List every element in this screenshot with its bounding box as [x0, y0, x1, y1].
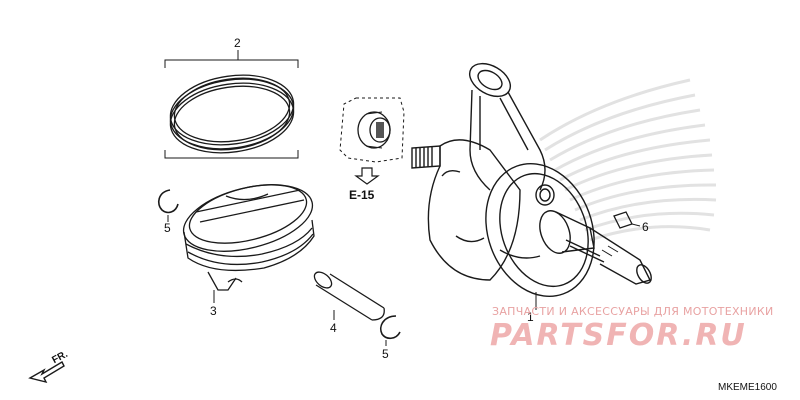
label-clip-right: 5 [382, 347, 389, 361]
label-piston-rings: 2 [234, 36, 241, 50]
crankshaft [411, 62, 652, 310]
piston-pin [313, 271, 385, 321]
front-arrow-icon [28, 361, 65, 384]
watermark-subtitle: ЗАПЧАСТИ И АКСЕССУАРЫ ДЛЯ МОТОТЕХНИКИ [492, 305, 774, 318]
reference-e15: E-15 [349, 188, 375, 202]
label-piston-pin: 4 [330, 321, 337, 335]
piston [182, 184, 315, 303]
watermark-brand: PARTSFOR.RU [490, 318, 747, 353]
bearing-reference-box [339, 97, 405, 185]
piston-pin-clip-right [380, 315, 401, 346]
label-key: 6 [642, 220, 649, 234]
label-piston: 3 [210, 304, 217, 318]
piston-pin-clip-left [157, 189, 179, 222]
label-crankshaft: 1 [527, 310, 534, 324]
label-clip-left: 5 [164, 221, 171, 235]
diagram-code: MKEME1600 [718, 382, 777, 393]
woodruff-key [613, 211, 641, 229]
piston-rings [164, 50, 299, 159]
